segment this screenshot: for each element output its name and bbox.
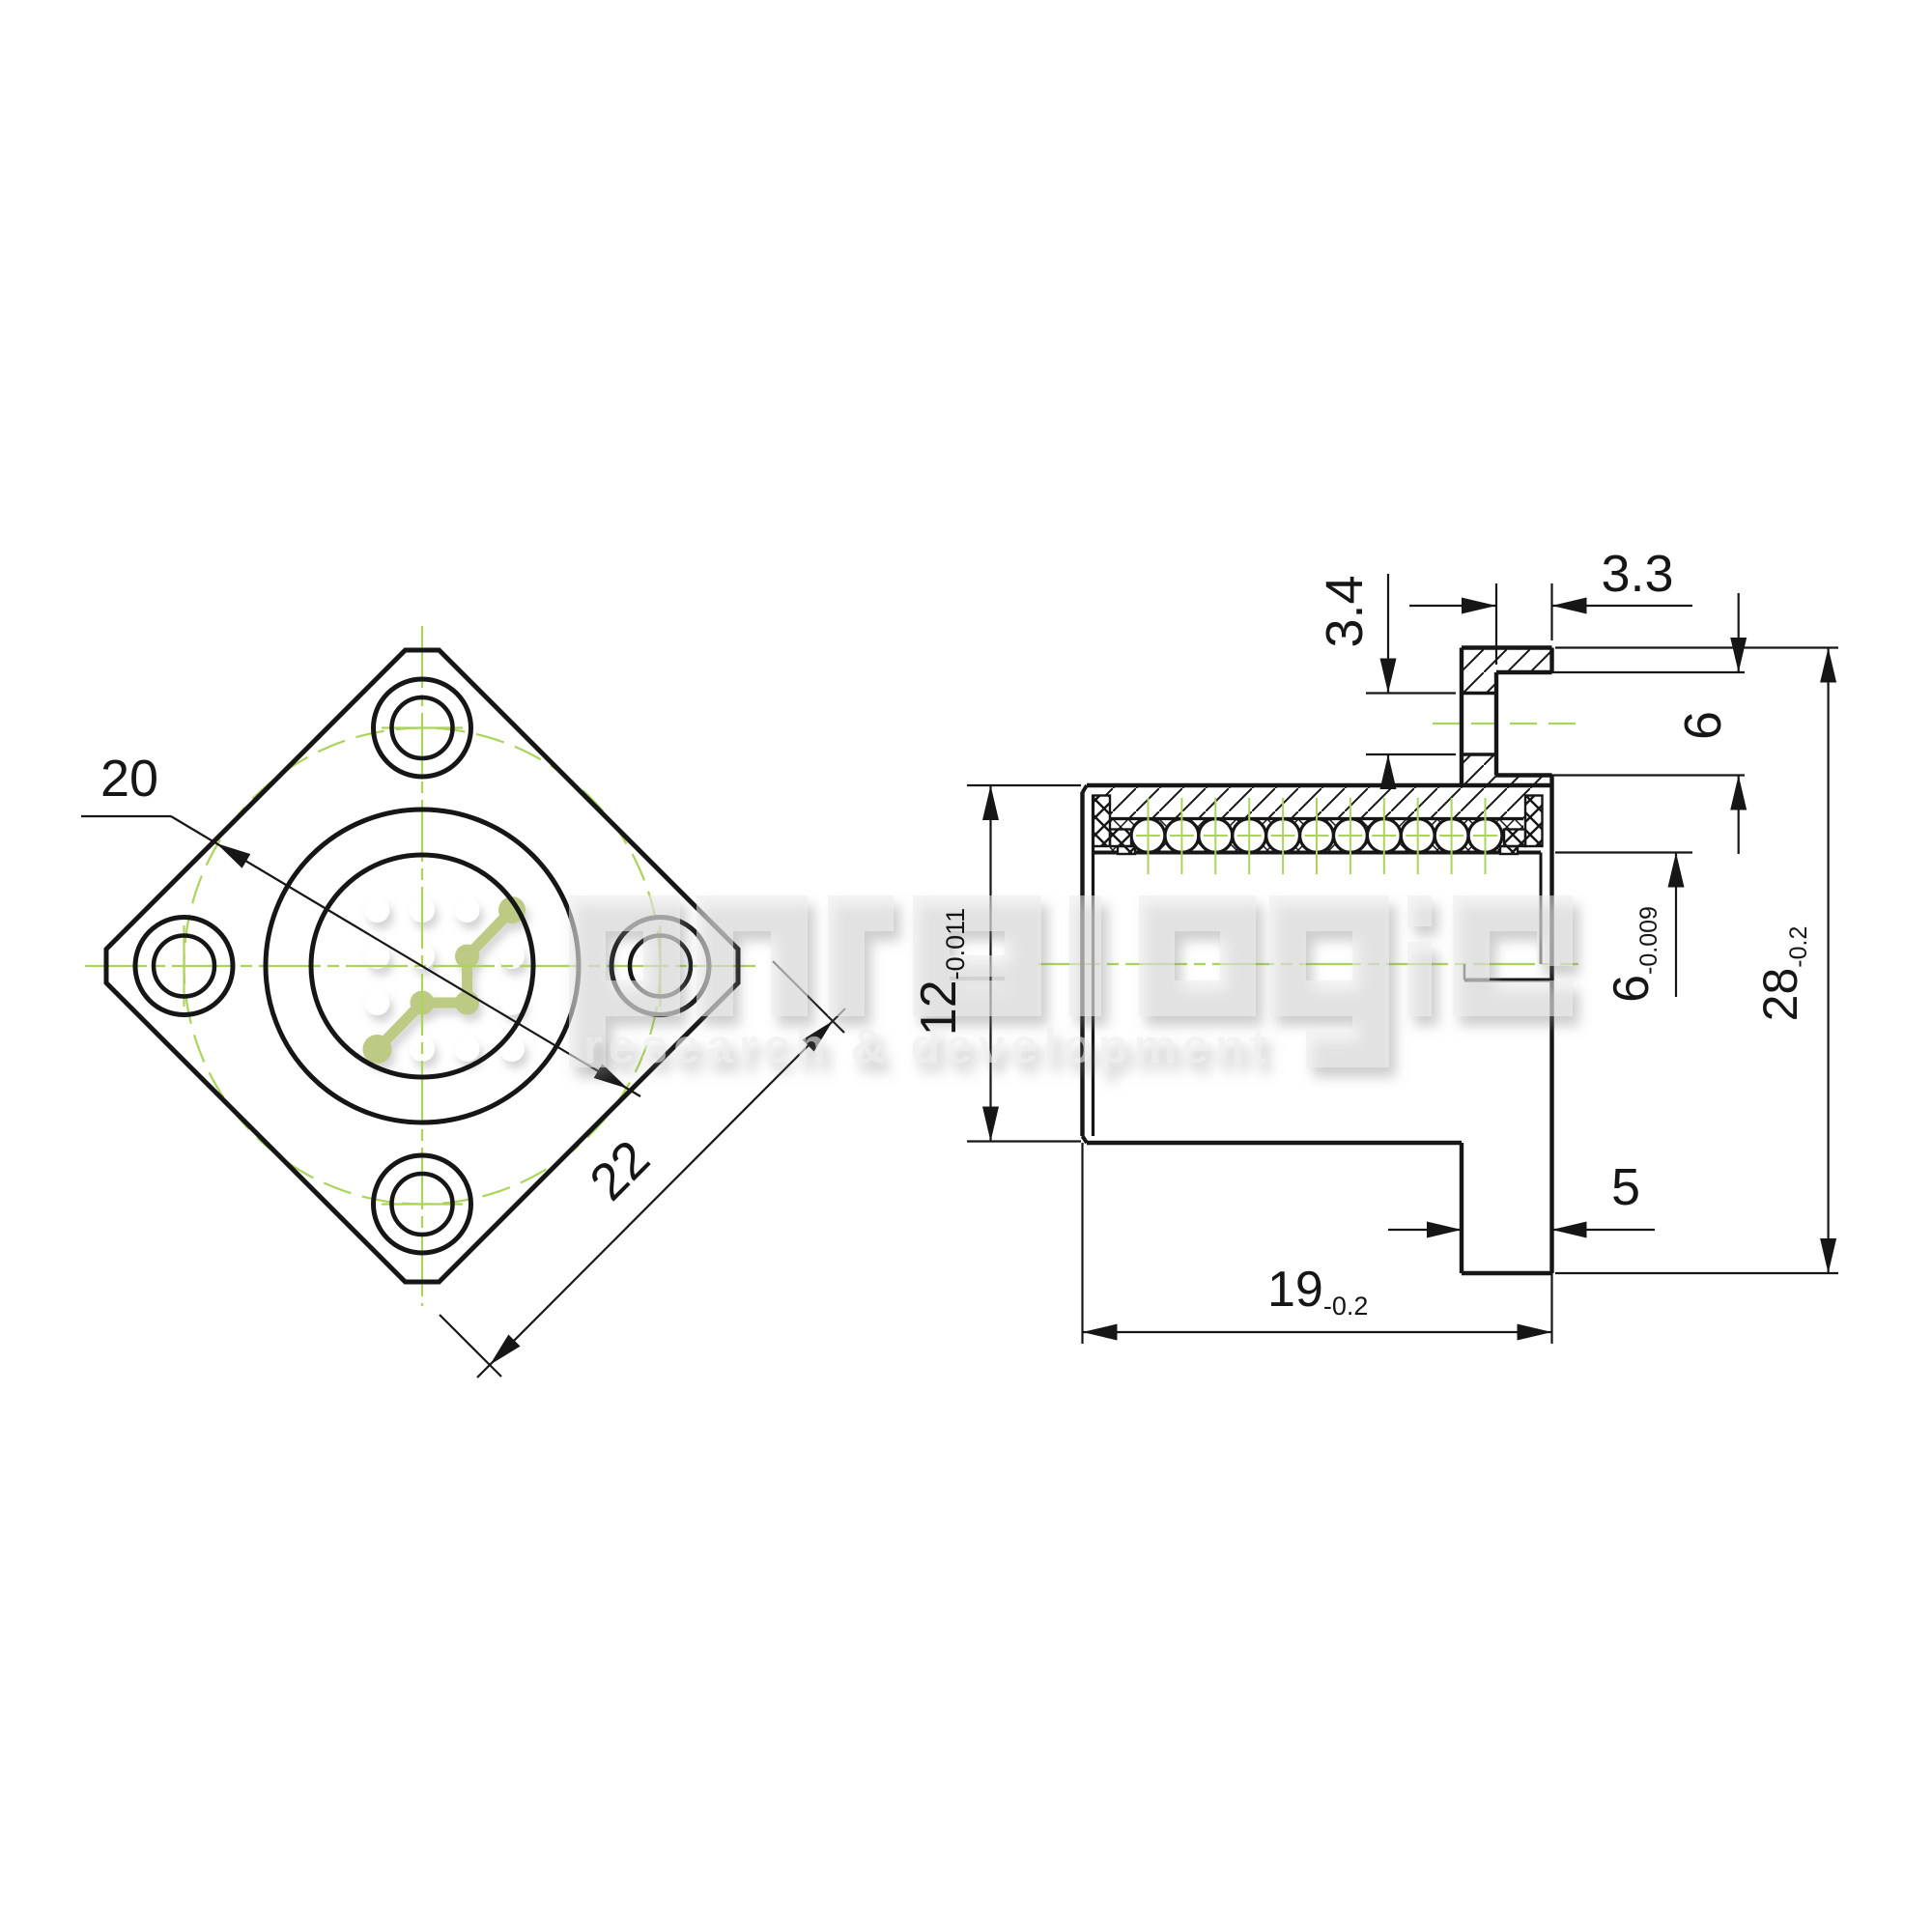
svg-text:6: 6 — [1674, 711, 1732, 740]
svg-text:3.4: 3.4 — [1316, 575, 1374, 647]
svg-text:20: 20 — [100, 750, 158, 808]
svg-text:research & development: research & development — [583, 1019, 1272, 1073]
svg-text:5: 5 — [1611, 1158, 1640, 1216]
svg-text:3.3: 3.3 — [1601, 545, 1673, 603]
